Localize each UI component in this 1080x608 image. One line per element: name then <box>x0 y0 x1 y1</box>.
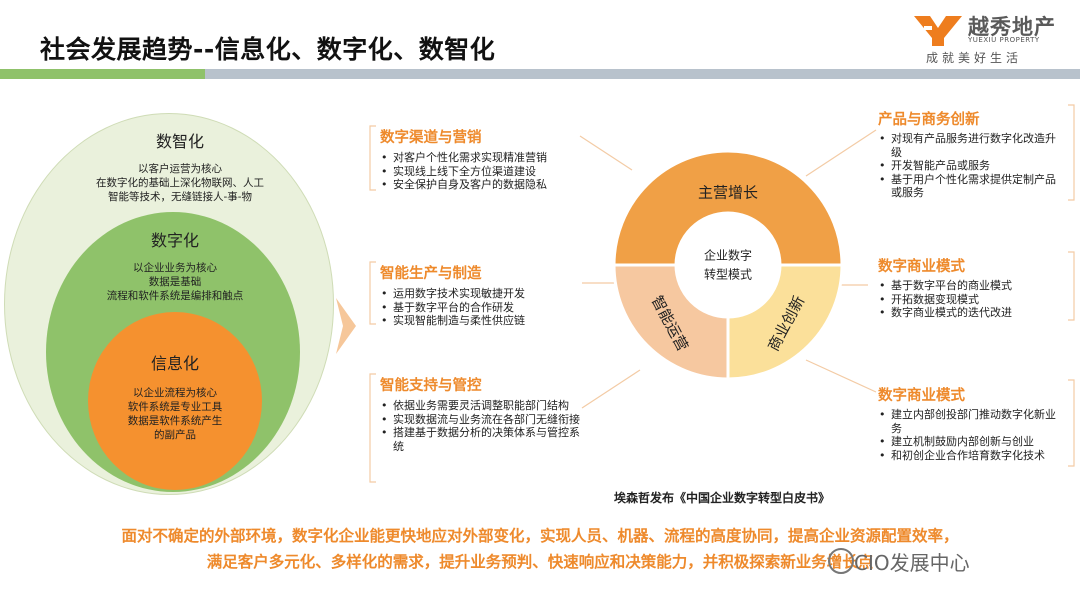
transformation-ring: 企业数字转型模式主营增长智能运营商业创新 <box>612 149 844 381</box>
ring-center-line2: 转型模式 <box>704 267 752 282</box>
section-title: 数字商业模式 <box>878 259 965 275</box>
ring-segment-top <box>612 149 844 267</box>
header-bar-gray <box>205 69 1080 79</box>
yuexiu-logo-icon <box>914 16 962 46</box>
section-smart-support: 智能支持与管控 依据业务需要灵活调整职能部门结构 实现数据流与业务流在各部门无缝… <box>380 374 580 453</box>
section-business-model: 数字商业模式 基于数字平台的商业模式 开拓数据变现模式 数字商业模式的迭代改进 <box>878 255 1064 320</box>
chevron-right-icon <box>336 298 356 354</box>
summary-line-2: 满足客户多元化、多样化的需求，提升业务预判、快速响应和决策能力，并积极探索新业务… <box>206 553 874 571</box>
list-item: 和初创企业合作培育数字化技术 <box>878 449 1064 463</box>
list-item: 对客户个性化需求实现精准营销 <box>380 151 580 165</box>
summary-line-1: 面对不确定的外部环境，数字化企业能更快地应对外部变化，实现人员、机器、流程的高度… <box>121 527 959 545</box>
list-item: 基于用户个性化需求提供定制产品或服务 <box>878 173 1064 200</box>
section-product-innovation: 产品与商务创新 对现有产品服务进行数字化改造升级 开发智能产品或服务 基于用户个… <box>878 108 1064 200</box>
outer-line: 智能等技术，无缝链接人-事-物 <box>107 191 253 203</box>
list-item: 开发智能产品或服务 <box>878 159 1064 173</box>
ring-center-line1: 企业数字 <box>704 248 752 263</box>
inner-circle-info <box>88 312 262 490</box>
middle-circle-label: 数字化 以企业业务为核心 数据是基础 流程和软件系统是编排和触点 <box>70 227 280 303</box>
outer-circle-title: 数智化 <box>155 132 204 151</box>
inner-line: 软件系统是专业工具 <box>127 401 223 413</box>
section-business-model-2: 数字商业模式 建立内部创投部门推动数字化新业务 建立机制鼓励内部创新与创业 和初… <box>878 384 1064 462</box>
list-item: 安全保护自身及客户的数据隐私 <box>380 178 580 192</box>
middle-line: 数据是基础 <box>148 276 202 288</box>
section-title: 数字商业模式 <box>878 388 965 404</box>
inner-line: 数据是软件系统产生 <box>127 415 223 427</box>
ring-segment-right <box>726 263 844 381</box>
section-title: 数字渠道与营销 <box>380 130 482 146</box>
logo-slogan: 成就美好生活 <box>926 51 1023 65</box>
header-bar-green <box>0 69 205 79</box>
list-item: 基于数字平台的合作研发 <box>380 301 580 315</box>
wechat-icon <box>828 548 854 574</box>
list-item: 开拓数据变现模式 <box>878 293 1064 307</box>
section-smart-production: 智能生产与制造 运用数字技术实现敏捷开发 基于数字平台的合作研发 实现智能制造与… <box>380 262 580 328</box>
list-item: 搭建基于数据分析的决策体系与管控系统 <box>380 426 580 453</box>
ring-center <box>678 215 778 315</box>
list-item: 建立机制鼓励内部创新与创业 <box>878 435 1064 449</box>
logo-brand: 越秀地产 <box>968 15 1056 39</box>
ring-segment-left <box>612 263 730 381</box>
list-item: 建立内部创投部门推动数字化新业务 <box>878 408 1064 435</box>
list-item: 运用数字技术实现敏捷开发 <box>380 287 580 301</box>
list-item: 数字商业模式的迭代改进 <box>878 306 1064 320</box>
outer-line: 以客户运营为核心 <box>138 163 222 175</box>
inner-circle-title: 信息化 <box>150 354 199 373</box>
watermark: CIO发展中心 <box>854 551 970 575</box>
outer-circle-label: 数智化 以客户运营为核心 在数字化的基础上深化物联网、人工 智能等技术，无缝链接… <box>60 128 300 204</box>
section-title: 智能生产与制造 <box>380 266 482 282</box>
section-title: 智能支持与管控 <box>380 378 482 394</box>
list-item: 实现线上线下全方位渠道建设 <box>380 165 580 179</box>
middle-line: 以企业业务为核心 <box>133 262 217 274</box>
inner-circle-label: 信息化 以企业流程为核心 软件系统是专业工具 数据是软件系统产生 的副产品 <box>100 350 250 442</box>
list-item: 实现数据流与业务流在各部门无缝衔接 <box>380 413 580 427</box>
middle-circle-title: 数字化 <box>150 231 199 250</box>
logo-en: YUEXIU PROPERTY <box>968 36 1040 44</box>
inner-line: 以企业流程为核心 <box>133 387 217 399</box>
section-digital-channel: 数字渠道与营销 对客户个性化需求实现精准营销 实现线上线下全方位渠道建设 安全保… <box>380 126 580 192</box>
list-item: 对现有产品服务进行数字化改造升级 <box>878 132 1064 159</box>
ring-label-top: 主营增长 <box>698 184 758 202</box>
list-item: 实现智能制造与柔性供应链 <box>380 314 580 328</box>
section-title: 产品与商务创新 <box>878 112 980 128</box>
middle-line: 流程和软件系统是编排和触点 <box>106 290 244 302</box>
outer-line: 在数字化的基础上深化物联网、人工 <box>96 177 264 189</box>
inner-line: 的副产品 <box>154 429 196 441</box>
list-item: 依据业务需要灵活调整职能部门结构 <box>380 399 580 413</box>
list-item: 基于数字平台的商业模式 <box>878 279 1064 293</box>
source-caption: 埃森哲发布《中国企业数字转型白皮书》 <box>614 491 831 505</box>
page-title: 社会发展趋势--信息化、数字化、数智化 <box>40 35 496 64</box>
